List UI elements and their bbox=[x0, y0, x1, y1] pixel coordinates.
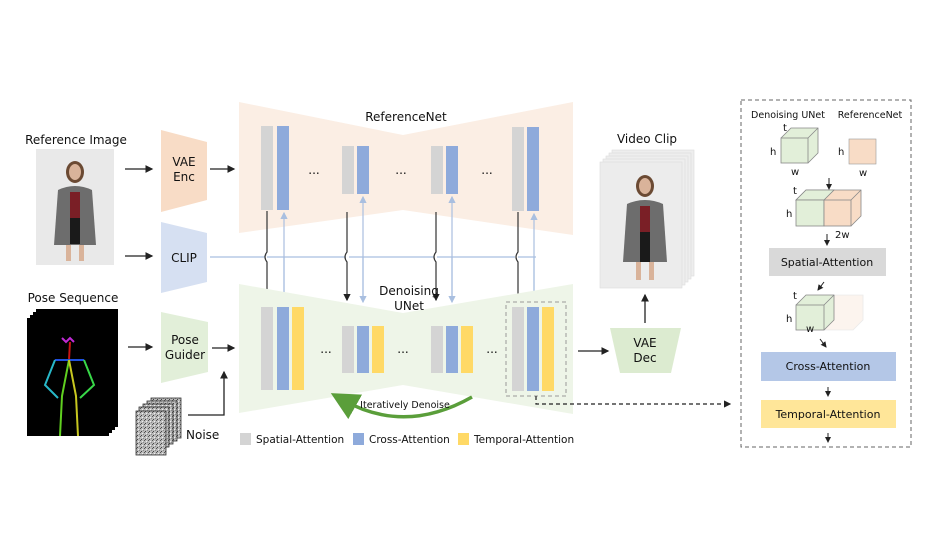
referencenet-layer-4 bbox=[512, 127, 539, 211]
legend-swatch-cross bbox=[353, 433, 364, 445]
referencenet-layer-3 bbox=[431, 146, 458, 194]
split-feature-cube bbox=[795, 294, 864, 331]
ellipsis: ... bbox=[486, 342, 497, 356]
unet-feature-cube bbox=[780, 127, 819, 164]
spatial-attention-bar bbox=[512, 127, 524, 211]
denoising-unet-label-1: Denoising bbox=[379, 284, 439, 298]
reference-image bbox=[36, 149, 114, 265]
dim-t-label: t bbox=[793, 186, 797, 197]
video-clip-label: Video Clip bbox=[617, 132, 677, 146]
ellipsis: ... bbox=[308, 163, 319, 177]
video-clip-frames bbox=[599, 149, 695, 289]
denoising-unet-label-2: UNet bbox=[394, 299, 424, 313]
spatial-attention-bar bbox=[342, 326, 354, 373]
legend-swatch-temporal bbox=[458, 433, 469, 445]
ellipsis: ... bbox=[395, 163, 406, 177]
concatenated-feature-cube bbox=[795, 189, 862, 227]
reference-feature-map bbox=[848, 138, 877, 165]
referencenet-block bbox=[239, 102, 573, 235]
clip-embedding-line bbox=[210, 254, 536, 258]
unet-layer-1 bbox=[261, 307, 304, 390]
vae-decoder bbox=[610, 328, 681, 373]
temporal-attention-bar bbox=[372, 326, 384, 373]
cross-attention-bar bbox=[357, 326, 369, 373]
referencenet-layer-2 bbox=[342, 146, 369, 194]
legend-label-temporal: Temporal-Attention bbox=[473, 434, 574, 446]
temporal-attention-bar bbox=[542, 307, 554, 391]
legend-swatch-spatial bbox=[240, 433, 251, 445]
dim-h-label: h bbox=[786, 209, 792, 220]
unet-layer-4 bbox=[505, 301, 567, 397]
dim-h-label: h bbox=[838, 147, 844, 158]
pose-guider-label-1: Pose bbox=[171, 333, 199, 347]
detail-referencenet-label: ReferenceNet bbox=[838, 110, 903, 121]
spatial-attention-block bbox=[769, 248, 886, 276]
legend-label-spatial: Spatial-Attention bbox=[256, 434, 344, 446]
unet-layer-3 bbox=[431, 326, 473, 373]
cross-attention-bar bbox=[277, 126, 289, 210]
vae-enc-label-2: Enc bbox=[173, 170, 195, 184]
arrow-noise-to-unet bbox=[188, 370, 228, 416]
unet-layer-2 bbox=[342, 326, 384, 373]
dim-h-label: h bbox=[786, 314, 792, 325]
ellipsis: ... bbox=[320, 342, 331, 356]
ellipsis: ... bbox=[481, 163, 492, 177]
cross-attention-bar bbox=[277, 307, 289, 390]
temporal-attention-label: Temporal-Attention bbox=[775, 408, 881, 421]
clip-encoder bbox=[161, 222, 207, 293]
legend: Spatial-Attention Cross-Attention Tempor… bbox=[240, 433, 574, 446]
pose-guider-label-2: Guider bbox=[165, 348, 205, 362]
iterative-denoise-label: Iteratively Denoise bbox=[360, 400, 450, 411]
spatial-attention-bar bbox=[431, 146, 443, 194]
cross-attention-bar bbox=[527, 127, 539, 211]
temporal-attention-bar bbox=[292, 307, 304, 390]
vae-dec-label-1: VAE bbox=[633, 336, 656, 350]
detail-connector bbox=[535, 396, 732, 408]
ellipsis: ... bbox=[397, 342, 408, 356]
clip-label: CLIP bbox=[171, 251, 197, 265]
dim-2w-label: 2w bbox=[835, 230, 850, 241]
legend-label-cross: Cross-Attention bbox=[369, 434, 450, 446]
vae-encoder bbox=[161, 130, 207, 212]
cross-attention-bar bbox=[527, 307, 539, 391]
cross-attention-label: Cross-Attention bbox=[786, 360, 871, 373]
iterative-denoise-arrow bbox=[330, 393, 473, 420]
vae-enc-label-1: VAE bbox=[172, 155, 195, 169]
spatial-attention-label: Spatial-Attention bbox=[781, 256, 873, 269]
detail-denoising-unet-label: Denoising UNet bbox=[751, 110, 825, 121]
dim-w-label: w bbox=[859, 168, 867, 179]
temporal-attention-bar bbox=[461, 326, 473, 373]
temporal-attention-block bbox=[761, 400, 896, 428]
spatial-attention-bar bbox=[342, 146, 354, 194]
reference-to-unet-connections bbox=[263, 211, 522, 302]
cross-attention-bar bbox=[446, 326, 458, 373]
denoising-unet-block bbox=[239, 284, 573, 414]
pose-guider bbox=[161, 312, 208, 383]
referencenet-label: ReferenceNet bbox=[365, 110, 447, 124]
dim-h-label: h bbox=[770, 147, 776, 158]
noise-stack bbox=[135, 397, 182, 456]
cross-attention-block bbox=[761, 352, 896, 381]
noise-label: Noise bbox=[186, 428, 219, 442]
dim-w-label: w bbox=[791, 167, 799, 178]
dim-t-label: t bbox=[793, 291, 797, 302]
cross-attention-bar bbox=[357, 146, 369, 194]
pose-sequence-label: Pose Sequence bbox=[28, 291, 119, 305]
arrow-to-cross bbox=[819, 338, 827, 348]
dim-t-label: t bbox=[783, 123, 787, 134]
spatial-attention-bar bbox=[431, 326, 443, 373]
arrow-to-split bbox=[817, 281, 825, 291]
vae-dec-label-2: Dec bbox=[633, 351, 656, 365]
spatial-attention-bar bbox=[261, 126, 273, 210]
dim-w-label: w bbox=[806, 324, 814, 335]
referencenet-layer-1 bbox=[261, 126, 289, 210]
spatial-attention-bar bbox=[261, 307, 273, 390]
cross-attention-bar bbox=[446, 146, 458, 194]
pose-sequence-frames bbox=[27, 309, 118, 437]
spatial-attention-bar bbox=[512, 307, 524, 391]
pose-skeleton bbox=[43, 336, 96, 437]
reference-image-label: Reference Image bbox=[25, 133, 127, 147]
